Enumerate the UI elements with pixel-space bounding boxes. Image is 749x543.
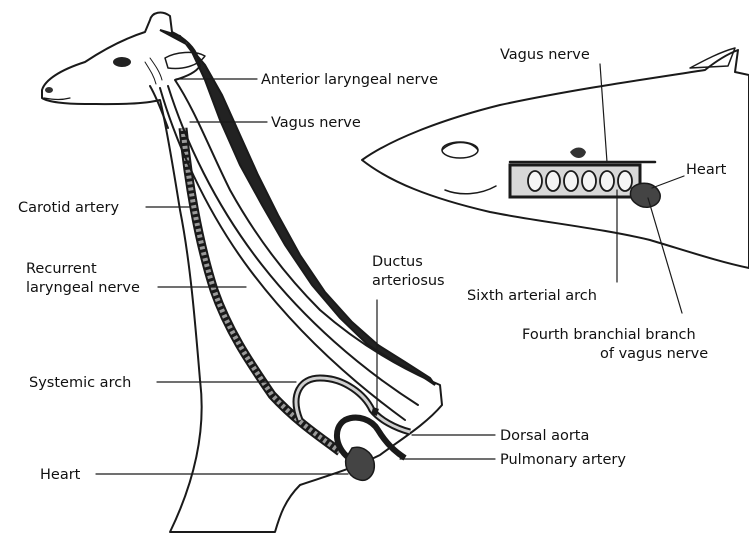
leader-fourth-branch: [648, 198, 682, 313]
label-carotid-artery: Carotid artery: [18, 200, 119, 216]
label-recurrent-1: Recurrent: [26, 261, 97, 277]
giraffe-labels: Anterior laryngeal nerve Vagus nerve Car…: [18, 72, 626, 483]
label-anterior-laryngeal-nerve: Anterior laryngeal nerve: [261, 72, 438, 88]
fish-mouth: [445, 186, 496, 194]
label-dorsal-aorta: Dorsal aorta: [500, 428, 589, 444]
giraffe-mouth: [44, 98, 70, 100]
label-vagus-nerve-fish: Vagus nerve: [500, 47, 590, 63]
label-vagus-nerve-giraffe: Vagus nerve: [271, 115, 361, 131]
fish-labels: Vagus nerve Heart Sixth arterial arch Fo…: [467, 47, 727, 362]
label-fourth-branch-2: of vagus nerve: [600, 346, 708, 362]
label-recurrent-2: laryngeal nerve: [26, 280, 140, 296]
fish-vagus-ganglion: [570, 148, 586, 159]
label-heart-giraffe: Heart: [40, 467, 81, 483]
giraffe-nostril: [45, 87, 53, 93]
label-ductus-1: Ductus: [372, 254, 423, 270]
leader-fish-heart: [652, 176, 684, 188]
label-pulmonary-artery: Pulmonary artery: [500, 452, 626, 468]
giraffe-eye: [113, 57, 131, 67]
label-ductus-2: arteriosus: [372, 273, 445, 289]
giraffe-jaw-lines: [145, 58, 162, 84]
label-sixth-arterial-arch: Sixth arterial arch: [467, 288, 597, 304]
giraffe-heart: [346, 447, 375, 480]
ductus-arteriosus: [374, 408, 376, 415]
label-systemic-arch: Systemic arch: [29, 375, 131, 391]
label-fourth-branch-1: Fourth branchial branch: [522, 327, 696, 343]
fish-eye: [442, 142, 478, 158]
label-heart-fish: Heart: [686, 162, 727, 178]
leader-fish-vagus: [600, 64, 607, 162]
systemic-arch: [296, 378, 410, 432]
